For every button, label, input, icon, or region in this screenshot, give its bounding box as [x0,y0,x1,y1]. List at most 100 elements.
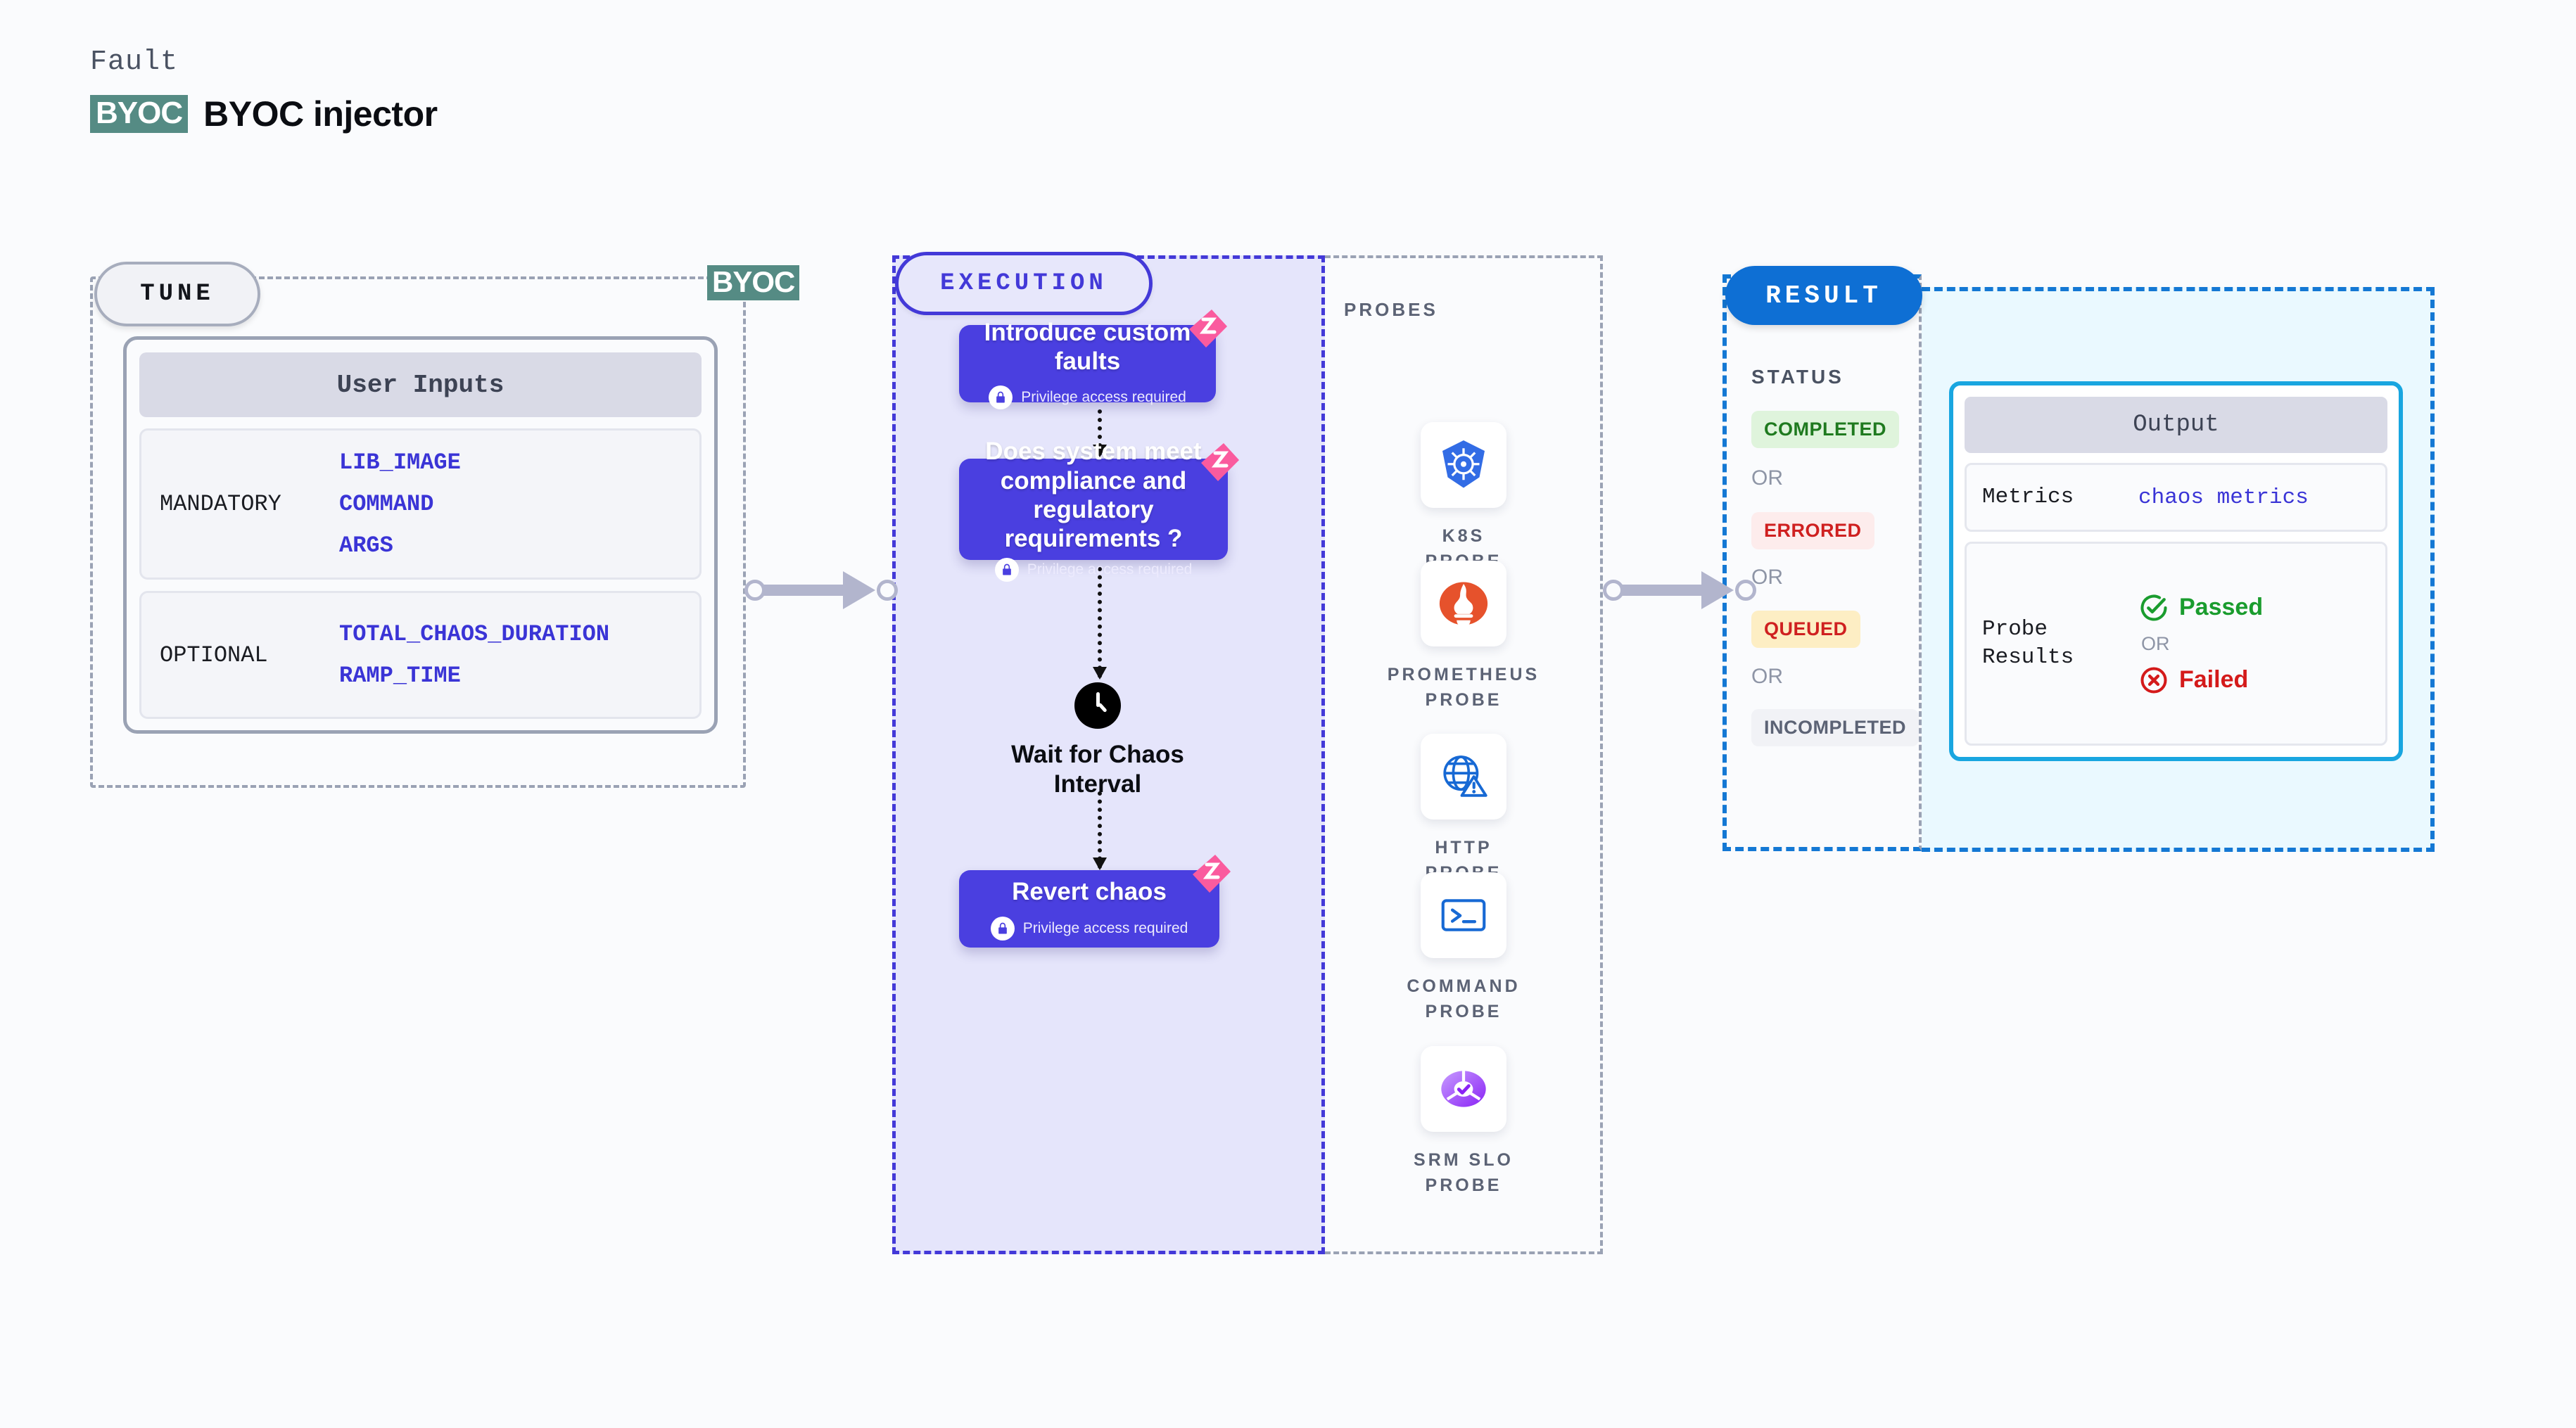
execution-stage-label: EXECUTION [895,252,1153,315]
flow-arrow-line [1098,409,1102,456]
execution-step-compliance-check[interactable]: Does system meet compliance and regulato… [959,438,1239,582]
http-globe-icon [1421,734,1506,820]
connector-execution-to-result [1603,571,1756,609]
variable-args[interactable]: ARGS [339,533,393,559]
probe-prometheus[interactable]: PROMETHEUS PROBE [1388,561,1537,713]
clock-icon [1074,682,1121,729]
harness-ribbon-icon [1189,310,1227,348]
status-or-1: OR [1751,466,1783,490]
connector-line [1613,585,1717,596]
probe-label: COMMAND PROBE [1407,976,1521,1022]
output-header: Output [1965,397,2387,453]
flow-arrow-head [1093,858,1107,870]
result-stage-container [1722,274,1922,851]
connector-end-dot [1735,580,1756,601]
flow-arrow-2 [1093,567,1107,680]
connector-arrowhead [1701,571,1734,609]
execution-step-title: Introduce custom faults [984,318,1191,375]
prometheus-icon [1421,561,1506,646]
probe-k8s[interactable]: K8S PROBE [1400,422,1527,575]
result-stage-label: RESULT [1725,266,1922,325]
execution-step-title: Revert chaos [1012,878,1167,906]
probe-results-label: Probe Results [1982,616,2074,670]
privilege-text: Privilege access required [1022,919,1188,936]
kicker-label: Fault [90,46,179,78]
probe-result-or: OR [2141,632,2170,654]
mandatory-label: MANDATORY [160,491,281,517]
status-or-2: OR [1751,566,1783,589]
user-inputs-card: User Inputs MANDATORY LIB_IMAGE COMMAND … [123,336,718,734]
variable-total-chaos-duration[interactable]: TOTAL_CHAOS_DURATION [339,621,610,647]
execution-step-introduce-faults[interactable]: Introduce custom faults Privilege access… [959,310,1227,410]
page-header: Fault BYOC BYOC injector [90,46,438,134]
privilege-row: Privilege access required [994,557,1193,582]
flow-arrow-3 [1093,791,1107,870]
status-section-title: STATUS [1751,366,1844,388]
flow-arrow-1 [1093,409,1107,457]
execution-step-wait-label: Wait for Chaos Interval [1011,741,1184,798]
status-badge-completed: COMPLETED [1751,411,1900,448]
connector-end-dot [877,580,898,601]
flow-arrow-head [1093,667,1107,680]
page-title: BYOC injector [203,94,438,134]
mandatory-input-group: MANDATORY LIB_IMAGE COMMAND ARGS [139,428,702,580]
harness-ribbon-icon [1201,443,1239,481]
status-badge-errored: ERRORED [1751,512,1874,549]
probe-label: SRM SLO PROBE [1414,1150,1514,1196]
probe-command[interactable]: COMMAND PROBE [1400,872,1527,1025]
title-row: BYOC BYOC injector [90,94,438,134]
lock-icon [989,385,1013,410]
probe-result-passed: Passed [2138,592,2263,623]
privilege-row: Privilege access required [989,385,1186,410]
mandatory-variable-list: LIB_IMAGE COMMAND ARGS [339,450,461,559]
flow-arrow-line [1098,567,1102,678]
flow-arrow-line [1098,791,1102,869]
connector-line [754,585,858,596]
optional-variable-list: TOTAL_CHAOS_DURATION RAMP_TIME [339,621,609,689]
srm-slo-icon [1421,1046,1506,1132]
tune-stage-label: TUNE [94,262,260,326]
lock-icon [994,557,1019,582]
probe-http[interactable]: HTTP PROBE [1400,734,1527,886]
lock-icon [990,916,1015,941]
optional-label: OPTIONAL [160,642,268,668]
variable-command[interactable]: COMMAND [339,491,434,517]
harness-ribbon-icon [1193,855,1231,893]
probe-results-values: Passed OR Failed [2138,592,2263,696]
connector-tune-to-execution [744,571,898,609]
output-card: Output Metrics chaos metrics Probe Resul… [1949,381,2403,761]
check-circle-icon [2140,594,2167,621]
execution-step-revert-chaos[interactable]: Revert chaos Privilege access required [959,855,1231,948]
probe-result-failed: Failed [2138,665,2263,696]
passed-label: Passed [2179,594,2264,620]
probe-label: PROMETHEUS PROBE [1387,665,1540,710]
probe-srm-slo[interactable]: SRM SLO PROBE [1400,1046,1527,1199]
connector-start-dot [744,580,766,601]
flow-arrow-head [1093,445,1107,457]
probes-title: PROBES [1344,299,1438,320]
status-badge-queued: QUEUED [1751,611,1860,648]
terminal-icon [1421,872,1506,958]
variable-lib-image[interactable]: LIB_IMAGE [339,450,461,476]
privilege-text: Privilege access required [1021,389,1186,406]
failed-label: Failed [2179,666,2249,693]
byoc-badge: BYOC [90,95,189,133]
status-badge-incompleted: INCOMPLETED [1751,709,1920,746]
metrics-value[interactable]: chaos metrics [2138,485,2309,510]
probe-results-row: Probe Results Passed OR Failed [1965,542,2387,746]
execution-stage-container [892,255,1325,1254]
user-inputs-header: User Inputs [139,352,702,417]
privilege-row: Privilege access required [990,916,1188,941]
connector-arrowhead [843,571,875,609]
byoc-edge-badge: BYOC [707,265,800,300]
kubernetes-icon [1421,422,1506,508]
execution-step-title: Does system meet compliance and regulato… [985,438,1202,553]
metrics-row: Metrics chaos metrics [1965,463,2387,532]
x-circle-icon [2140,666,2167,694]
privilege-text: Privilege access required [1027,561,1193,578]
optional-input-group: OPTIONAL TOTAL_CHAOS_DURATION RAMP_TIME [139,591,702,719]
status-or-3: OR [1751,665,1783,688]
variable-ramp-time[interactable]: RAMP_TIME [339,663,461,689]
metrics-label: Metrics [1982,484,2074,509]
connector-start-dot [1603,580,1624,601]
